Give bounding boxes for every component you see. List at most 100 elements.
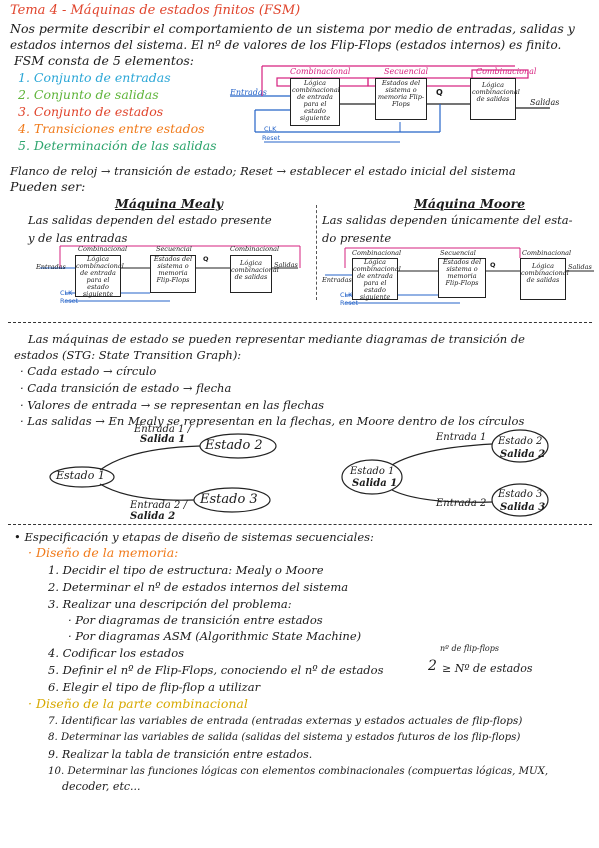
comb-heading: · Diseño de la parte combinacional [28,696,248,711]
memory-step-1: 1. Decidir el tipo de estructura: Mealy … [48,563,324,577]
moore-label-seq: Secuencial [440,249,476,257]
mealy-estado-1: Estado 1 [56,469,105,482]
moore-box-state: Estados del sistema o memoria Flip-Flops [438,258,486,298]
comb-step-10: 10. Determinar las funciones lógicas con… [48,766,549,777]
moore-label-reset: Reset [340,299,359,307]
ff-formula-rhs: ≥ Nº de estados [442,662,533,675]
element-2: 2. Conjunto de salidas [18,87,159,102]
comb-step-10-cont: decoder, etc... [62,780,141,793]
mealy-graph-lines [49,433,277,513]
comb-step-9: 9. Realizar la tabla de transición entre… [48,748,313,761]
clock-reset-line: Flanco de reloj → transición de estado; … [10,164,516,178]
mealy-moore-divider [316,205,317,300]
element-3: 3. Conjunto de estados [18,104,164,119]
ff-formula-exponent: nº de flip-flops [440,644,499,653]
moore-title: Máquina Moore [414,196,526,211]
moore-estado-3: Estado 3 [498,489,543,500]
mealy-estado-3: Estado 3 [200,492,258,507]
box-state-memory-label: Estados del sistema o memoria Flip-Flops [377,79,425,108]
moore-edge-1-input: Entrada 1 [436,432,487,443]
element-5: 5. Determinación de las salidas [18,138,217,153]
intro-line-2: estados internos del sistema. El nº de v… [10,38,562,52]
box-input-logic: Lógica combinacional de entrada para el … [290,78,340,126]
moore-label-clk: CLK [340,291,353,299]
pueden-ser: Pueden ser: [10,179,86,194]
moore-salida-3: Salida 3 [500,502,546,513]
mealy-title: Máquina Mealy [115,196,223,211]
comb-step-8: 8. Determinar las variables de salida (s… [48,732,521,743]
moore-estado-2: Estado 2 [498,436,543,447]
moore-box-state-label: Estados del sistema o memoria Flip-Flops [442,258,482,287]
element-1: 1. Conjunto de entradas [18,70,171,85]
mealy-label-salidas: Salidas [274,261,298,269]
memory-heading: · Diseño de la memoria: [28,545,179,560]
page-title: Tema 4 - Máquinas de estados finitos (FS… [10,3,301,18]
moore-estado-1: Estado 1 [350,466,395,477]
memory-step-3: 3. Realizar una descripción del problema… [48,597,292,611]
mealy-box-input-label: Lógica combinacional de entrada para el … [76,255,124,298]
label-salidas: Salidas [530,98,560,107]
mealy-label-q: Q [203,255,209,263]
memory-step-4: 4. Codificar los estados [48,646,185,660]
moore-label-comb2: Combinacional [522,249,572,257]
memory-step-2: 2. Determinar el nº de estados internos … [48,580,349,594]
moore-box-input: Lógica combinacional de entrada para el … [352,258,401,301]
moore-box-output-label: Lógica combinacional de salidas [521,262,569,284]
label-secuencial: Secuencial [384,67,429,76]
divider-2 [8,524,592,525]
moore-label-q: Q [490,261,496,269]
moore-desc-2: do presente [322,231,392,245]
intro-line-1: Nos permite describir el comportamiento … [10,21,575,36]
label-entradas: Entradas [230,88,267,97]
stg-bullet-3: · Valores de entrada → se representan en… [20,398,325,412]
divider-1 [8,322,592,323]
mealy-label-clk: CLK [60,289,73,297]
element-4: 4. Transiciones entre estados [18,121,205,136]
moore-diagram-wires [325,247,594,304]
label-q: Q [436,88,443,97]
mealy-edge-2-input: Entrada 2 / [130,500,187,511]
memory-step-6: 6. Elegir el tipo de flip-flop a utiliza… [48,680,261,694]
moore-edge-2-input: Entrada 2 [436,498,487,509]
box-input-logic-label: Lógica combinacional de entrada para el … [292,79,340,122]
stg-intro-1: Las máquinas de estado se pueden represe… [28,332,525,346]
box-output-logic: Lógica combinacional de salidas [470,78,520,120]
spec-heading: • Especificación y etapas de diseño de s… [14,530,374,544]
mealy-desc-2: y de las entradas [28,231,128,245]
memory-step-3a: · Por diagramas de transición entre esta… [68,613,323,627]
mealy-box-output-label: Lógica combinacional de salidas [231,259,279,281]
label-combinacional-2: Combinacional [476,67,537,76]
elements-heading: FSM consta de 5 elementos: [14,53,195,68]
mealy-label-comb2: Combinacional [230,245,280,253]
mealy-label-reset: Reset [60,297,79,305]
moore-graph-lines [341,429,549,517]
mealy-edge-1-input: Entrada 1 / [134,424,191,435]
stg-intro-2: estados (STG: State Transition Graph): [14,348,242,362]
stg-bullet-1: · Cada estado → círculo [20,364,157,378]
memory-step-3b: · Por diagramas ASM (Algorithmic State M… [68,629,362,643]
box-output-logic-label: Lógica combinacional de salidas [472,81,520,103]
memory-step-5: 5. Definir el nº de Flip-Flops, conocien… [48,663,384,677]
mealy-edge-1-output: Salida 1 [140,434,186,445]
label-reset: Reset [262,134,281,142]
moore-salida-2: Salida 2 [500,449,546,460]
label-combinacional-1: Combinacional [290,67,351,76]
box-state-memory: Estados del sistema o memoria Flip-Flops [375,78,427,120]
moore-label-comb1: Combinacional [352,249,402,257]
ff-formula-base: 2 [428,658,437,674]
mealy-label-comb1: Combinacional [78,245,128,253]
moore-label-entradas: Entradas [322,276,352,284]
mealy-box-state: Estados del sistema o memoria Flip-Flops [150,255,196,293]
stg-bullet-4: · Las salidas → En Mealy se representan … [20,414,525,428]
moore-box-output: Lógica combinacional de salidas [520,258,569,300]
moore-salida-1: Salida 1 [352,478,398,489]
moore-label-salidas: Salidas [568,263,592,271]
mealy-box-output: Lógica combinacional de salidas [230,255,279,293]
mealy-estado-2: Estado 2 [205,438,263,453]
mealy-label-entradas: Entradas [36,263,66,271]
stg-bullet-2: · Cada transición de estado → flecha [20,381,232,395]
mealy-desc-1: Las salidas dependen del estado presente [28,213,272,227]
mealy-box-input: Lógica combinacional de entrada para el … [75,255,124,298]
comb-step-7: 7. Identificar las variables de entrada … [48,715,523,727]
moore-desc-1: Las salidas dependen únicamente del esta… [322,213,573,227]
